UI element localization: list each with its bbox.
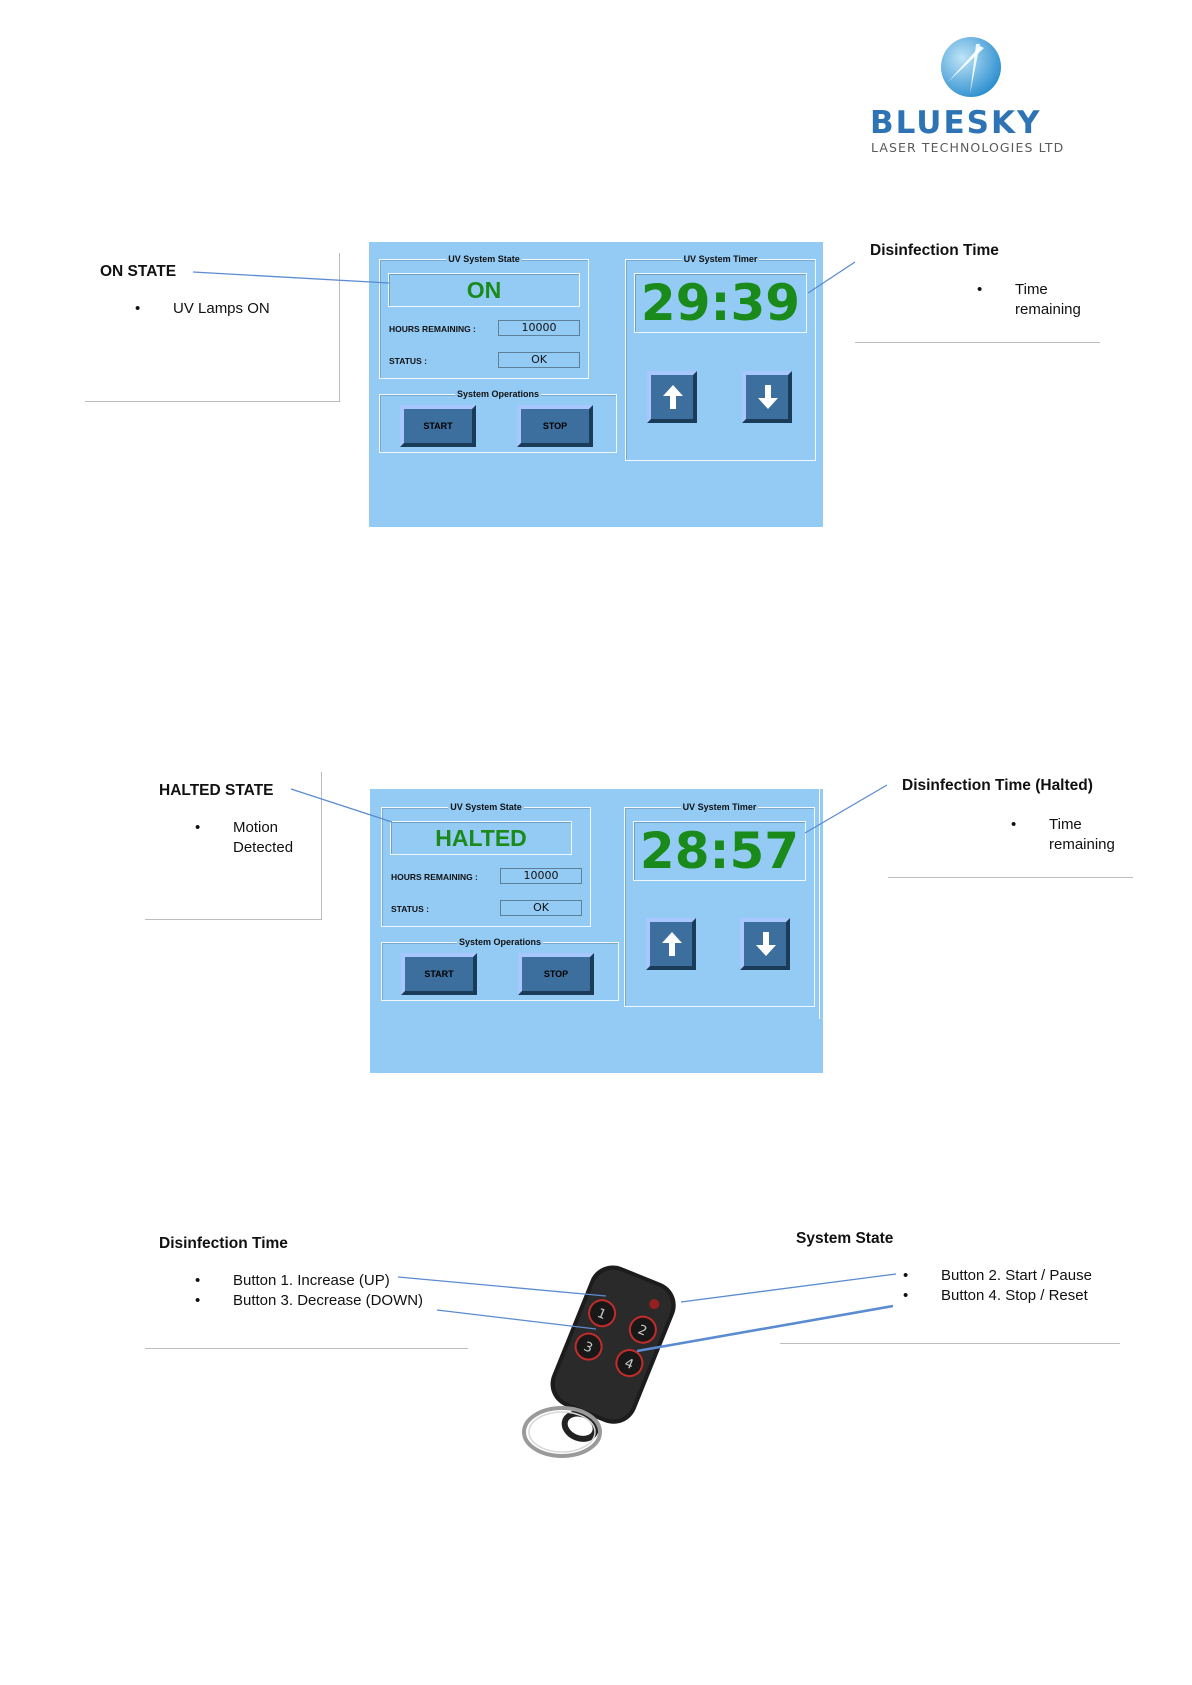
on-state-bullets: UV Lamps ON (135, 299, 325, 319)
list-item: Button 1. Increase (UP) (195, 1271, 465, 1291)
list-item: Button 4. Stop / Reset (903, 1286, 1118, 1306)
increase-time-button[interactable] (647, 371, 697, 423)
disinfection-time-callout: Disinfection Time Time remaining (855, 240, 1100, 343)
remote-button-3: 3 (574, 1332, 603, 1361)
hours-remaining-value: 10000 (498, 320, 580, 336)
group-title: UV System Timer (680, 802, 759, 812)
arrow-down-icon (758, 385, 778, 409)
increase-time-button[interactable] (646, 918, 696, 970)
uv-control-panel-on: UV System State ON HOURS REMAINING : 100… (369, 242, 823, 527)
status-value: OK (500, 900, 582, 916)
disinfection-time-halted-bullets: Time remaining (1011, 815, 1131, 855)
list-item: UV Lamps ON (135, 299, 325, 319)
uv-system-timer-group: UV System Timer 29:39 (625, 254, 816, 461)
on-state-callout: ON STATE UV Lamps ON (85, 253, 340, 402)
list-item: Button 2. Start / Pause (903, 1266, 1118, 1286)
group-title: UV System Timer (681, 254, 760, 264)
uv-system-timer-group: UV System Timer 28:57 (624, 802, 815, 1007)
status-value: OK (498, 352, 580, 368)
halted-state-callout: HALTED STATE Motion Detected (145, 772, 322, 920)
list-item: Time remaining (1011, 815, 1131, 855)
group-title: UV System State (448, 802, 524, 812)
hours-remaining-value: 10000 (500, 868, 582, 884)
halted-state-bullets: Motion Detected (195, 818, 315, 858)
remote-button-4: 4 (615, 1349, 644, 1378)
logo-subtitle: LASER TECHNOLOGIES LTD (871, 140, 1065, 155)
decrease-time-button[interactable] (742, 371, 792, 423)
state-display: ON (388, 273, 580, 307)
group-title: System Operations (454, 389, 542, 399)
arrow-down-icon (756, 932, 776, 956)
status-label: STATUS : (389, 356, 427, 366)
list-item: Time remaining (977, 280, 1097, 320)
halted-state-title: HALTED STATE (159, 782, 274, 799)
group-title: System Operations (456, 937, 544, 947)
list-item: Motion Detected (195, 818, 315, 858)
status-label: STATUS : (391, 904, 429, 914)
remote-disinfection-time-callout: Disinfection Time Button 1. Increase (UP… (145, 1235, 468, 1349)
timer-display: 29:39 (634, 273, 807, 333)
system-operations-group: System Operations START STOP (381, 937, 619, 1001)
timer-display: 28:57 (633, 821, 806, 881)
remote-system-state-title: System State (796, 1230, 894, 1247)
stop-button[interactable]: STOP (517, 405, 593, 447)
remote-disinfection-time-bullets: Button 1. Increase (UP) Button 3. Decrea… (195, 1271, 465, 1311)
panel-divider (819, 789, 820, 1019)
system-operations-group: System Operations START STOP (379, 389, 617, 453)
arrow-up-icon (663, 385, 683, 409)
hours-remaining-label: HOURS REMAINING : (391, 872, 478, 882)
uv-system-state-group: UV System State HALTED HOURS REMAINING :… (381, 802, 591, 927)
decrease-time-button[interactable] (740, 918, 790, 970)
key-ring-icon (522, 1406, 602, 1458)
disinfection-time-title: Disinfection Time (870, 242, 999, 259)
hours-remaining-label: HOURS REMAINING : (389, 324, 476, 334)
disinfection-time-halted-title: Disinfection Time (Halted) (902, 777, 1093, 794)
uv-control-panel-halted: UV System State HALTED HOURS REMAINING :… (370, 789, 823, 1073)
start-button[interactable]: START (400, 405, 476, 447)
remote-control-image: 1 2 3 4 (522, 1265, 676, 1458)
remote-system-state-bullets: Button 2. Start / Pause Button 4. Stop /… (903, 1266, 1118, 1306)
remote-disinfection-time-title: Disinfection Time (159, 1235, 288, 1252)
logo-wordmark: BLUESKY (870, 105, 1042, 141)
bluesky-logo-icon (940, 36, 1002, 98)
start-button[interactable]: START (401, 953, 477, 995)
arrow-up-icon (662, 932, 682, 956)
disinfection-time-bullets: Time remaining (977, 280, 1097, 320)
remote-system-state-callout: System State Button 2. Start / Pause But… (780, 1230, 1120, 1344)
on-state-title: ON STATE (100, 263, 177, 280)
stop-button[interactable]: STOP (518, 953, 594, 995)
disinfection-time-halted-callout: Disinfection Time (Halted) Time remainin… (888, 775, 1133, 878)
state-display: HALTED (390, 821, 572, 855)
uv-system-state-group: UV System State ON HOURS REMAINING : 100… (379, 254, 589, 379)
group-title: UV System State (446, 254, 522, 264)
list-item: Button 3. Decrease (DOWN) (195, 1291, 465, 1311)
